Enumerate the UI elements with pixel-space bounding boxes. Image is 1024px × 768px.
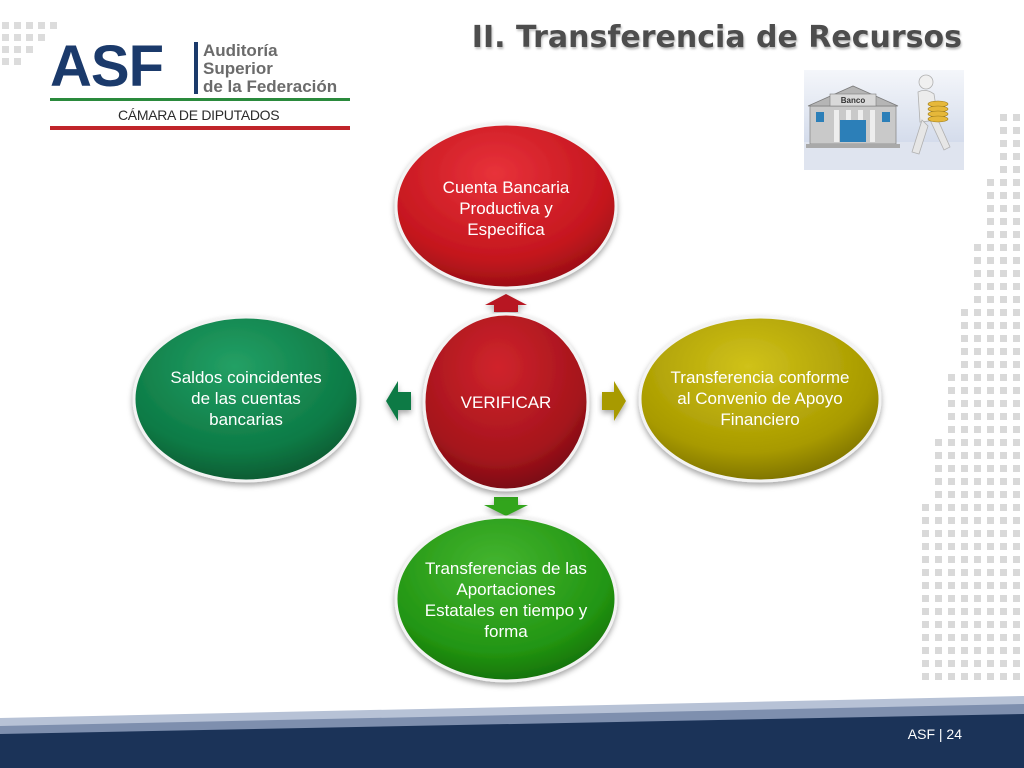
arrow-left — [386, 381, 411, 421]
node-top-shape — [394, 122, 618, 290]
node-center-label: VERIFICAR — [460, 392, 552, 412]
slide-footer-page: ASF | 24 — [907, 726, 962, 742]
node-right-label: Transferencia conforme al Convenio de Ap… — [670, 367, 850, 429]
footer-band — [0, 696, 1024, 768]
node-right-shape — [638, 315, 882, 483]
logo-line-1: Auditoría — [203, 41, 278, 60]
node-top-label: Cuenta Bancaria Productiva y Especifica — [442, 177, 570, 239]
logo-line-2: Superior — [203, 59, 273, 78]
decorative-dot-grid-top-left — [2, 22, 57, 65]
bank-building-icon: Banco — [806, 85, 900, 148]
arrow-right — [602, 381, 626, 421]
logo-stripe-red — [50, 126, 350, 130]
bank-sign: Banco — [841, 96, 866, 105]
logo-stripe-green — [50, 98, 350, 101]
slide-title: II. Transferencia de Recursos — [471, 20, 962, 55]
decorative-dot-grid-right — [922, 114, 1020, 680]
node-bottom-shape — [394, 515, 618, 683]
asf-logo: ASF Auditoría Superior de la Federación … — [50, 36, 350, 130]
person-carrying-coins-icon — [911, 74, 951, 155]
node-center-shape — [422, 312, 590, 492]
logo-acronym: ASF — [50, 36, 163, 99]
node-left-label: Saldos coincidentes de las cuentas banca… — [170, 367, 322, 429]
arrow-up — [485, 294, 527, 312]
logo-divider — [194, 42, 198, 94]
node-left-shape — [132, 315, 360, 483]
logo-line-3: de la Federación — [203, 77, 337, 96]
node-bottom-label: Transferencias de las Aportaciones Estat… — [424, 559, 588, 641]
logo-subtitle: CÁMARA DE DIPUTADOS — [118, 107, 279, 123]
bank-illustration: Banco — [804, 70, 964, 170]
arrow-down — [484, 497, 528, 516]
